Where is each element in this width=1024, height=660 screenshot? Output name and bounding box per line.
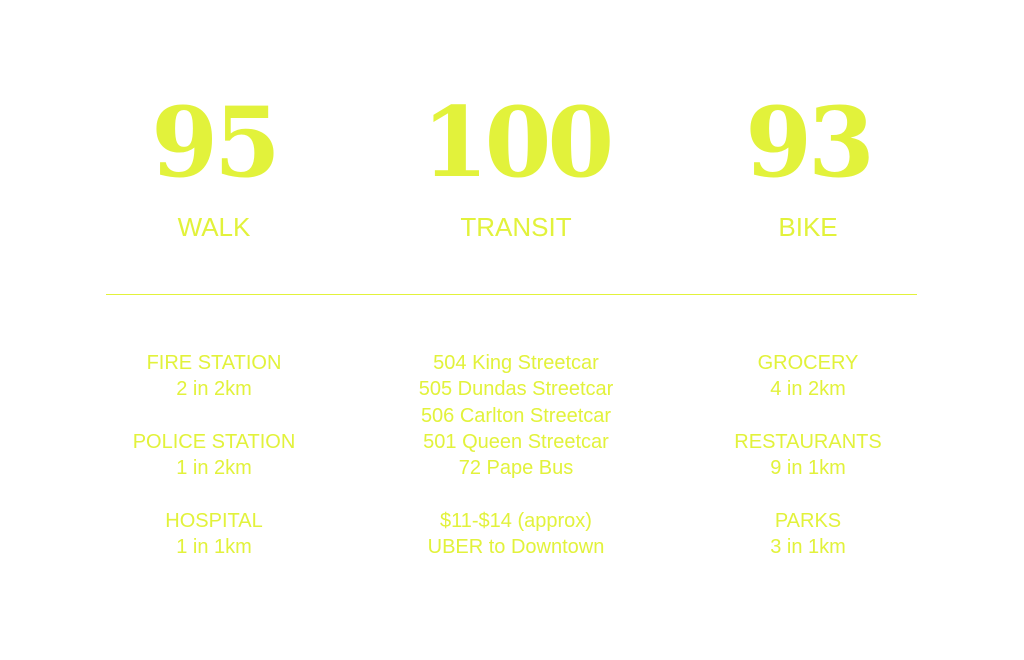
transit-route: 505 Dundas Streetcar: [418, 378, 614, 401]
transit-uber: $11-$14 (approx) UBER to Downtown: [356, 508, 676, 561]
transit-score-value: 100: [421, 86, 614, 199]
bike-item-title: GROCERY: [757, 352, 859, 374]
walk-item-detail: 2 in 2km: [176, 378, 252, 401]
walk-item-police-station: POLICE STATION 1 in 2km: [54, 429, 374, 482]
bike-item-parks: PARKS 3 in 1km: [648, 508, 968, 561]
uber-label: UBER to Downtown: [427, 536, 605, 559]
walk-item-title: HOSPITAL: [165, 509, 263, 532]
bike-item-detail: 9 in 1km: [770, 457, 846, 480]
bike-details: GROCERY 4 in 2km RESTAURANTS 9 in 1km PA…: [648, 350, 968, 587]
bike-item-detail: 3 in 1km: [770, 536, 846, 559]
walk-details: FIRE STATION 2 in 2km POLICE STATION 1 i…: [54, 350, 374, 587]
walk-score-block: 95 WALK: [64, 86, 364, 243]
transit-route: 506 Carlton Streetcar: [420, 404, 612, 427]
walk-item-fire-station: FIRE STATION 2 in 2km: [54, 350, 374, 403]
transit-route: 72 Pape Bus: [458, 457, 574, 480]
bike-score-label: BIKE: [778, 212, 838, 242]
walk-score-label: WALK: [177, 212, 251, 242]
walk-item-title: FIRE STATION: [146, 352, 282, 374]
transit-route: 501 Queen Streetcar: [423, 430, 609, 453]
walk-item-detail: 1 in 2km: [176, 457, 252, 480]
transit-route: 504 King Streetcar: [433, 352, 599, 374]
uber-price: $11-$14 (approx): [440, 509, 592, 532]
bike-item-title: RESTAURANTS: [734, 430, 882, 453]
bike-item-grocery: GROCERY 4 in 2km: [648, 350, 968, 403]
walk-item-hospital: HOSPITAL 1 in 1km: [54, 508, 374, 561]
transit-score-block: 100 TRANSIT: [366, 86, 666, 243]
walk-score-value: 95: [151, 86, 281, 199]
walk-item-detail: 1 in 1km: [176, 536, 252, 559]
section-divider: [106, 294, 917, 295]
bike-score-value: 93: [745, 86, 875, 199]
transit-score-label: TRANSIT: [460, 212, 572, 242]
bike-item-detail: 4 in 2km: [770, 378, 846, 401]
bike-item-title: PARKS: [774, 509, 842, 532]
transit-routes: 504 King Streetcar 505 Dundas Streetcar …: [356, 350, 676, 481]
walk-item-title: POLICE STATION: [132, 430, 296, 453]
transit-details: 504 King Streetcar 505 Dundas Streetcar …: [356, 350, 676, 587]
bike-item-restaurants: RESTAURANTS 9 in 1km: [648, 429, 968, 482]
bike-score-block: 93 BIKE: [658, 86, 958, 243]
